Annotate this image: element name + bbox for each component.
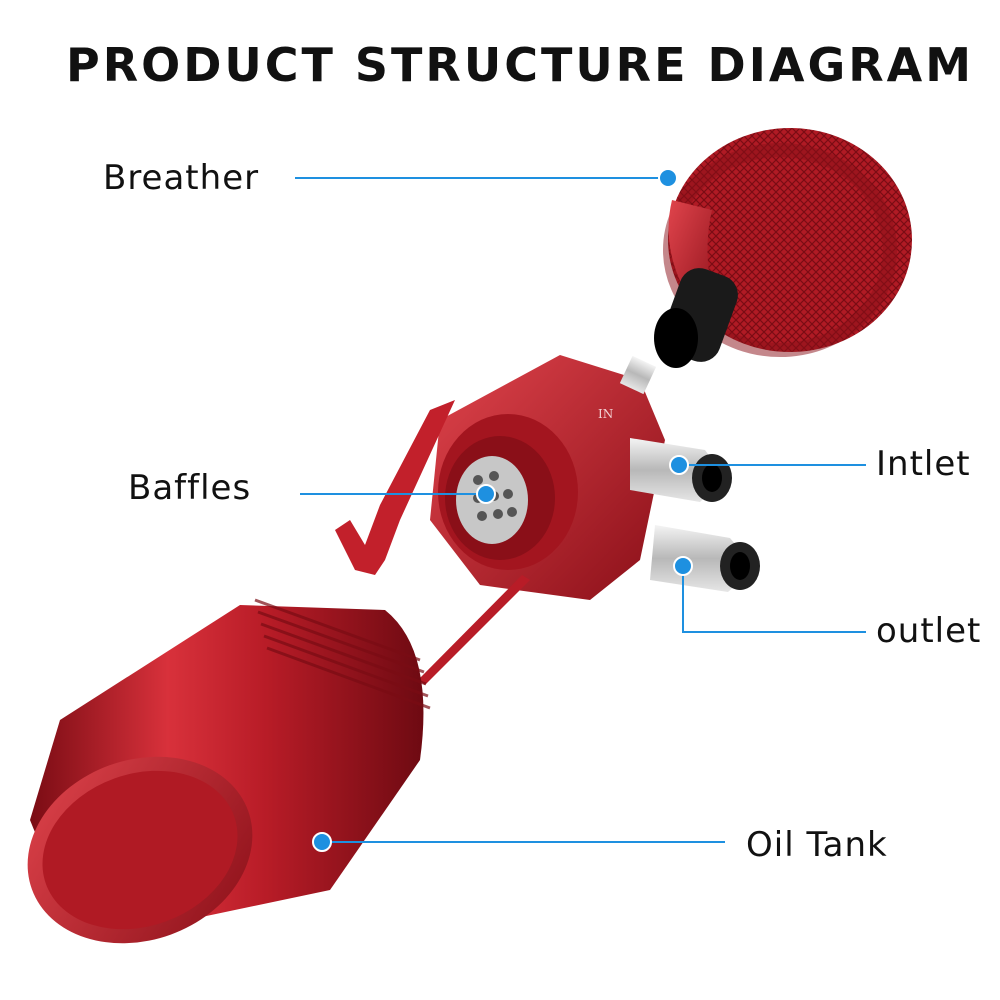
engraving-in: IN (598, 407, 613, 421)
callout-dot-inlet (669, 455, 689, 475)
callout-dot-breather (658, 168, 678, 188)
label-baffles: Baffles (128, 468, 252, 508)
oil-tank-part (27, 598, 431, 944)
label-inlet: Intlet (876, 444, 971, 484)
callout-line-outlet (682, 566, 866, 633)
callout-dot-baffles (476, 484, 496, 504)
outlet-fitting (650, 525, 760, 592)
label-outlet: outlet (876, 611, 982, 651)
baffle-head-part: IN (335, 355, 665, 685)
diagram-title: PRODUCT STRUCTURE DIAGRAM (65, 38, 974, 92)
callout-dot-outlet (673, 556, 693, 576)
label-breather: Breather (103, 158, 260, 198)
breather-part (654, 128, 912, 368)
label-oil-tank: Oil Tank (746, 825, 888, 865)
callout-dot-oil-tank (312, 832, 332, 852)
